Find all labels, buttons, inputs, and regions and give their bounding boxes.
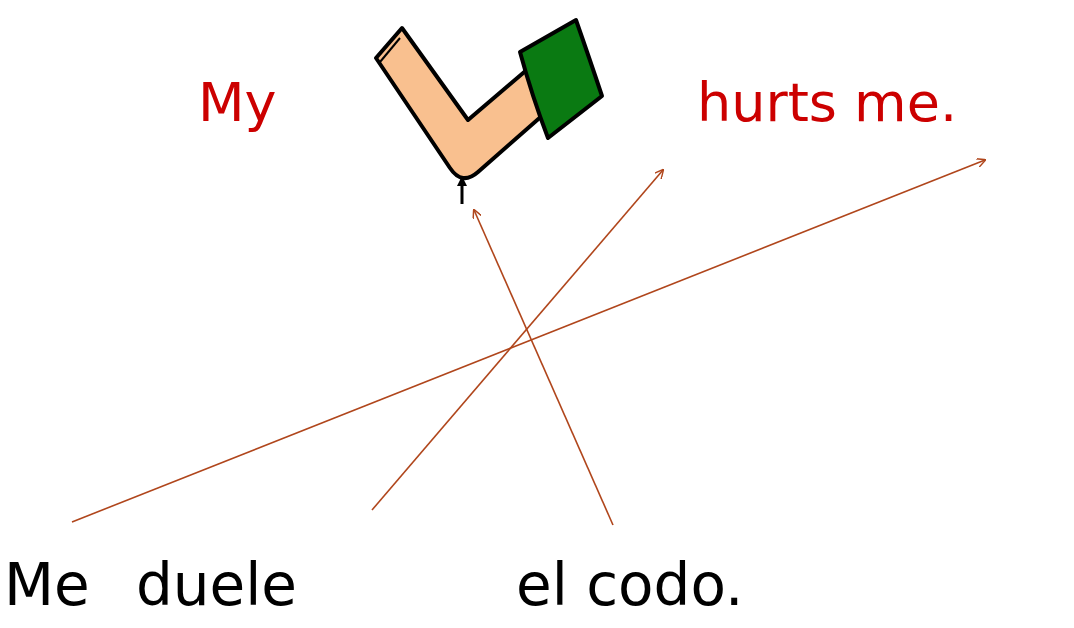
spanish-word: Me (4, 556, 90, 614)
elbow-picture (376, 20, 602, 178)
leader-arrow (372, 170, 663, 510)
leader-arrow (72, 160, 985, 522)
pointer-arrow (461, 178, 464, 204)
english-word: My (198, 76, 277, 130)
english-phrase: hurts me. (697, 76, 957, 130)
spanish-phrase: el codo. (516, 556, 743, 614)
leader-arrow (474, 210, 613, 525)
spanish-word: duele (136, 556, 297, 614)
